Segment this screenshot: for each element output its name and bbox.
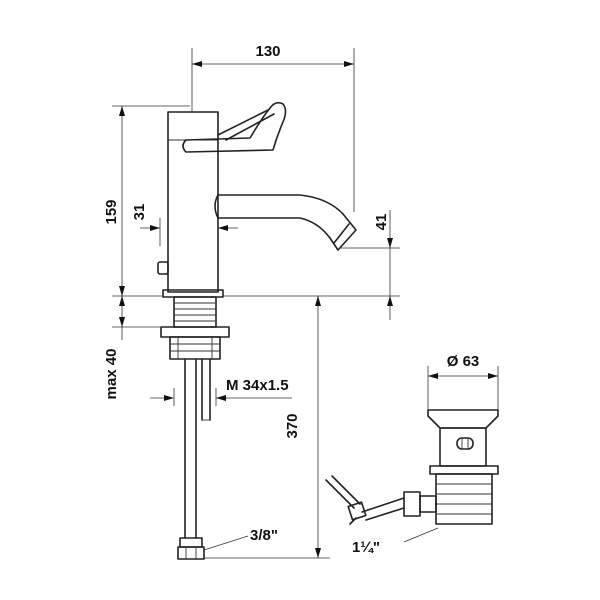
waste-connection-label: 1¼" bbox=[352, 539, 380, 556]
dimension-width-130: 130 bbox=[191, 43, 355, 212]
waste-connection-callout: 1¼" bbox=[352, 527, 439, 556]
dimension-waste-diameter: Ø 63 bbox=[427, 353, 499, 410]
spout bbox=[214, 194, 357, 251]
waste-diameter-label: Ø 63 bbox=[447, 353, 480, 370]
max-thickness-label: max 40 bbox=[103, 349, 120, 400]
waste-drain bbox=[325, 409, 499, 525]
supply-hoses bbox=[177, 358, 211, 560]
dimension-spout-height-41: 41 bbox=[340, 210, 400, 320]
dimension-max-40: max 40 bbox=[103, 296, 161, 399]
dimension-thread: M 34x1.5 bbox=[150, 377, 292, 406]
faucet-body bbox=[157, 101, 287, 298]
height-total-label: 159 bbox=[103, 199, 120, 224]
hose-length-label: 370 bbox=[284, 413, 301, 438]
dimension-spout-offset-31: 31 bbox=[131, 204, 238, 246]
spout-offset-label: 31 bbox=[131, 204, 148, 221]
mounting-thread bbox=[160, 296, 230, 360]
dimension-hose-370: 370 bbox=[204, 296, 330, 559]
width-total-label: 130 bbox=[255, 43, 280, 60]
hose-connection-label: 3/8" bbox=[250, 527, 278, 544]
hose-connection-callout: 3/8" bbox=[203, 527, 278, 551]
thread-label: M 34x1.5 bbox=[226, 377, 289, 394]
spout-height-label: 41 bbox=[373, 214, 390, 231]
dimension-height-159: 159 bbox=[103, 105, 190, 297]
